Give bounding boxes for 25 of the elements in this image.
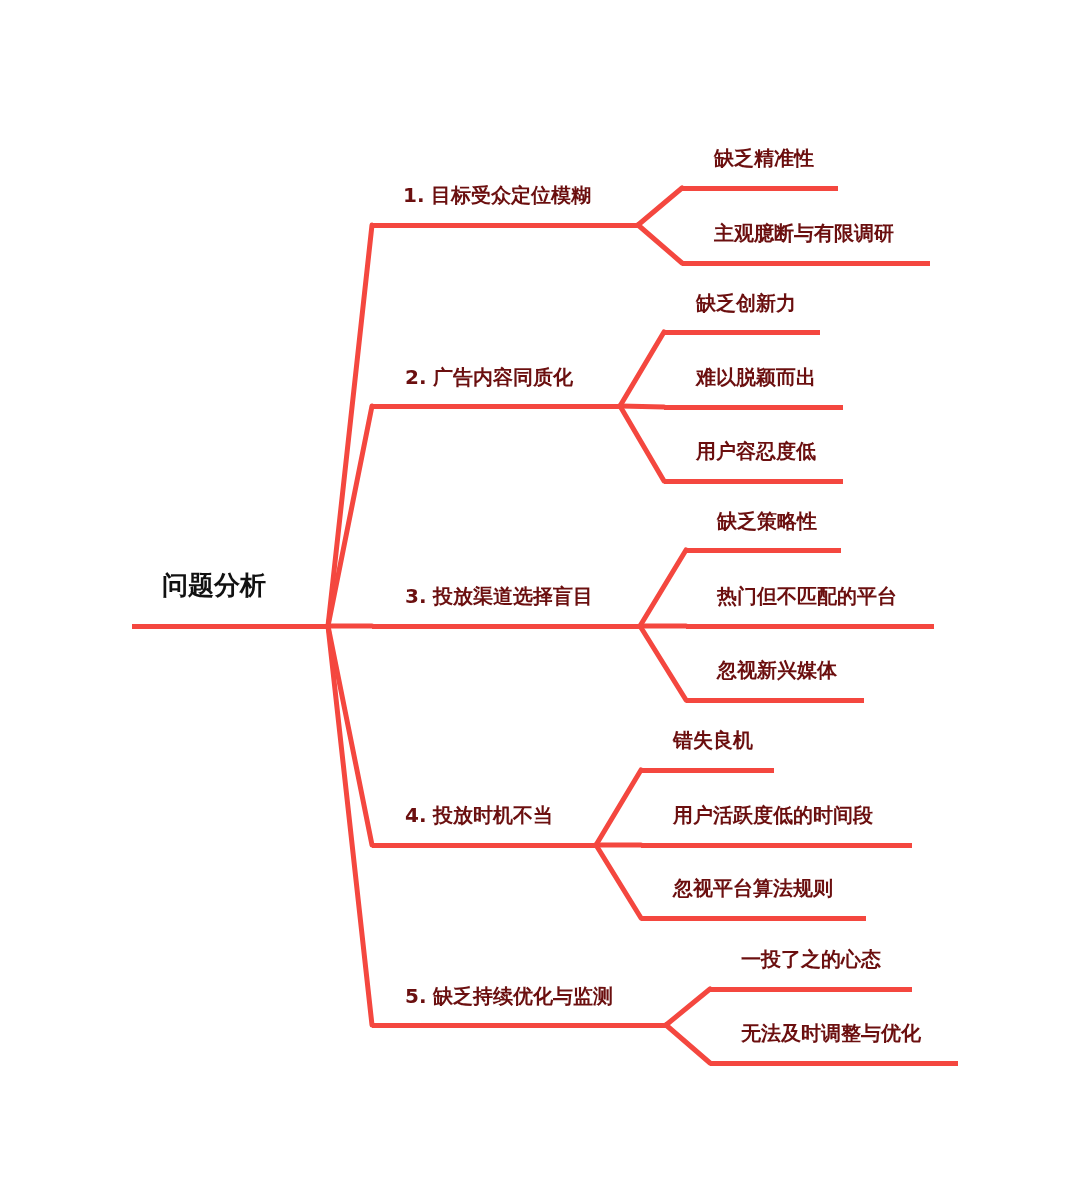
topic-label: 1. 目标受众定位模糊 (372, 183, 638, 228)
topic-label: 3. 投放渠道选择盲目 (372, 584, 640, 629)
topic-label: 缺乏创新力 (664, 291, 820, 335)
topic-label: 忽视平台算法规则 (641, 876, 866, 921)
branch-line (617, 403, 667, 484)
topic-label: 5. 缺乏持续优化与监测 (372, 984, 666, 1028)
branch-line (663, 1022, 713, 1066)
topic-label: 用户容忍度低 (664, 439, 843, 484)
topic-label: 一投了之的心态 (710, 947, 912, 992)
branch-line (663, 986, 713, 1028)
topic-label: 错失良机 (641, 728, 774, 773)
topic-label: 主观臆断与有限调研 (682, 221, 930, 266)
topic-label: 热门但不匹配的平台 (686, 584, 934, 629)
branch-line (635, 185, 685, 228)
topic-label: 2. 广告内容同质化 (372, 365, 620, 409)
topic-label: 无法及时调整与优化 (710, 1021, 958, 1066)
topic-label: 4. 投放时机不当 (372, 803, 596, 848)
branch-line (593, 842, 644, 921)
root-topic-label: 问题分析 (132, 570, 328, 629)
topic-label: 忽视新兴媒体 (686, 658, 864, 703)
topic-label: 缺乏策略性 (686, 509, 841, 553)
branch-line (635, 222, 685, 266)
topic-label: 难以脱颖而出 (664, 365, 843, 410)
topic-label: 缺乏精准性 (682, 146, 838, 191)
topic-label: 用户活跃度低的时间段 (641, 803, 912, 848)
